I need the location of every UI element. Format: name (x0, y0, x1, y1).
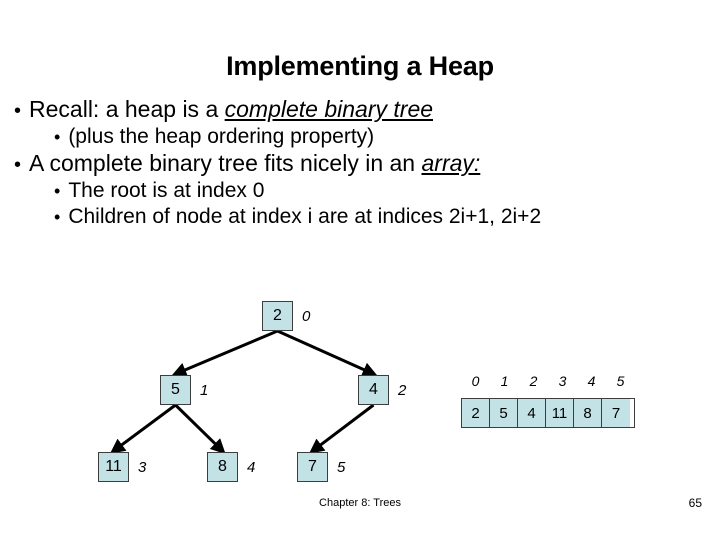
bullet-item-array-fit: • A complete binary tree fits nicely in … (14, 152, 714, 176)
array-cell-4: 8 (574, 399, 602, 427)
bullet-item-children-indices: • Children of node at index i are at ind… (14, 206, 714, 227)
tree-edge-group (109, 329, 378, 455)
bullet-text: A complete binary tree fits nicely in an… (29, 152, 480, 175)
bullet-marker-icon: • (54, 181, 61, 201)
array-index-0: 0 (471, 373, 480, 389)
array-index-4: 4 (587, 373, 596, 389)
bullet-text-emphasis: array: (421, 150, 481, 176)
bullet-text: Children of node at index i are at indic… (68, 205, 542, 228)
array-cell-1: 5 (490, 399, 518, 427)
tree-node-index-4: 4 (247, 459, 256, 476)
bullet-list: • Recall: a heap is a complete binary tr… (14, 98, 714, 232)
bullet-item-recall: • Recall: a heap is a complete binary tr… (14, 98, 714, 122)
tree-edge-2-to-5 (171, 329, 279, 377)
array-cell-2: 4 (518, 399, 546, 427)
bullet-marker-icon: • (14, 154, 22, 176)
bullet-text-emphasis: complete binary tree (224, 96, 434, 122)
page-title: Implementing a Heap (226, 51, 494, 81)
array-index-row: 0 1 2 3 4 5 (461, 374, 635, 388)
array-cell-0: 2 (462, 399, 490, 427)
footer-chapter-label: Chapter 8: Trees (319, 497, 401, 509)
bullet-item-root-index: • The root is at index 0 (14, 180, 714, 201)
bullet-item-ordering-property: • (plus the heap ordering property) (14, 126, 714, 147)
tree-edge-4-to-7 (308, 403, 375, 454)
bullet-text: Recall: a heap is a complete binary tree (29, 98, 433, 121)
tree-edge-2-to-4 (276, 329, 378, 377)
tree-node-index-1: 1 (200, 382, 209, 399)
tree-node-11: 11 (98, 452, 129, 482)
tree-node-2: 2 (262, 301, 293, 331)
tree-node-8: 8 (207, 452, 238, 482)
bullet-text: (plus the heap ordering property) (68, 125, 375, 148)
bullet-marker-icon: • (14, 100, 22, 122)
array-index-3: 3 (558, 373, 567, 389)
tree-node-7: 7 (297, 452, 328, 482)
tree-node-index-2: 2 (398, 382, 407, 399)
tree-node-index-5: 5 (337, 459, 346, 476)
tree-node-index-3: 3 (138, 459, 147, 476)
tree-node-index-0: 0 (302, 308, 311, 325)
tree-node-4: 4 (358, 375, 389, 405)
array-cell-3: 11 (546, 399, 574, 427)
array-cell-5: 7 (602, 399, 630, 427)
bullet-marker-icon: • (54, 127, 61, 147)
tree-edge-5-to-11 (109, 403, 177, 454)
footer-page-number: 65 (688, 496, 702, 510)
bullet-text-plain: A complete binary tree fits nicely in an (29, 150, 422, 176)
tree-edge-5-to-8 (174, 403, 226, 455)
bullet-text-plain: Recall: a heap is a (29, 96, 225, 122)
bullet-marker-icon: • (54, 207, 61, 227)
bullet-text: The root is at index 0 (68, 179, 265, 202)
array-index-1: 1 (500, 373, 509, 389)
array-index-2: 2 (529, 373, 538, 389)
array-index-5: 5 (616, 373, 625, 389)
tree-node-5: 5 (160, 375, 191, 405)
